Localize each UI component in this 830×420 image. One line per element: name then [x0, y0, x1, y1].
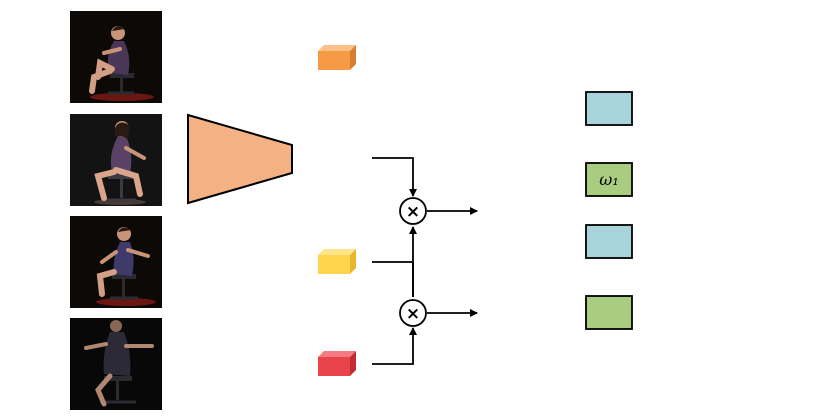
encoder-trapezoid — [187, 113, 293, 205]
multiply-symbol: × — [406, 202, 420, 222]
person-photo-4 — [70, 318, 162, 410]
person-photo-1-image — [70, 11, 162, 103]
feature-cube-orange — [318, 45, 356, 70]
weight-box-blue-1 — [585, 91, 633, 126]
feature-cube-yellow — [318, 249, 356, 274]
person-photo-3-image — [70, 216, 162, 308]
connector-lines — [372, 157, 478, 365]
top-input-arrow — [372, 157, 417, 197]
feature-cube-red — [318, 351, 356, 376]
person-photo-1 — [70, 11, 162, 103]
person-photo-2-image — [70, 114, 162, 206]
person-photo-2 — [70, 114, 162, 206]
red-input-arrow — [372, 327, 417, 365]
omega-label: ω₁ — [599, 170, 618, 189]
weight-box-blue-2 — [585, 224, 633, 259]
weight-box-omega: ω₁ — [585, 162, 633, 197]
multiply-operator-2: × — [399, 299, 427, 327]
multiply-operator-1: × — [399, 197, 427, 225]
person-photo-4-image — [70, 318, 162, 410]
weight-box-green-2 — [585, 295, 633, 330]
person-photo-3 — [70, 216, 162, 308]
multiply-symbol: × — [406, 304, 420, 324]
